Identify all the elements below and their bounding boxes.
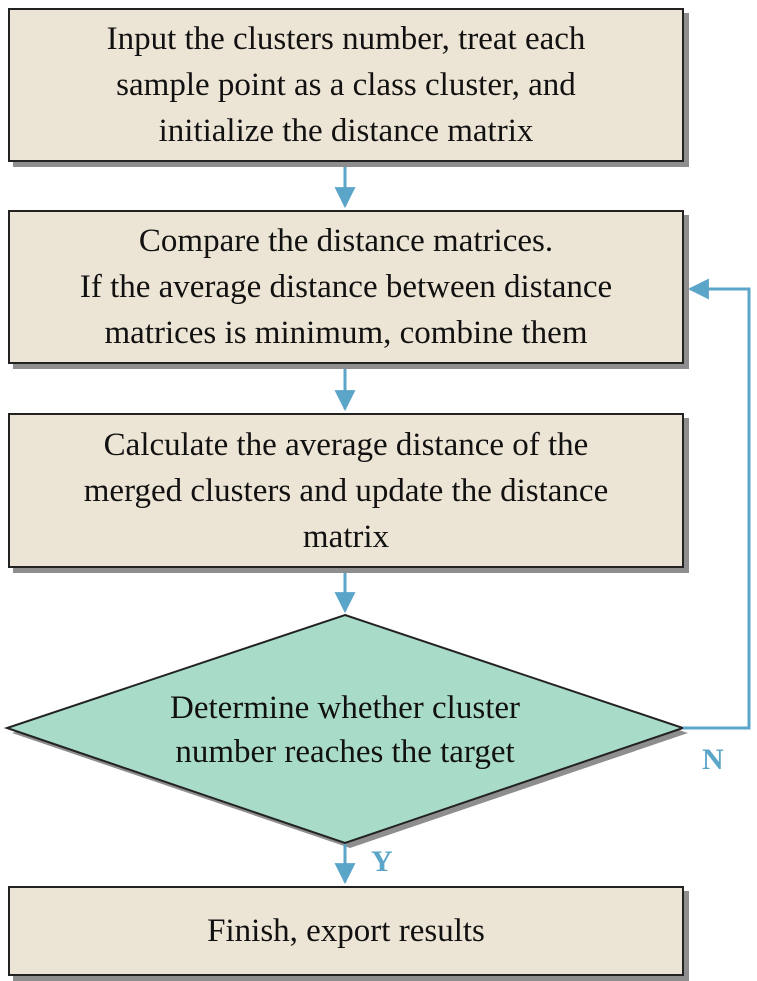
step-text-line: Compare the distance matrices.	[138, 223, 554, 259]
process-step-input: Input the clusters number, treat each sa…	[8, 8, 684, 162]
step-text-line: initialize the distance matrix	[158, 113, 534, 149]
step-text-line: sample point as a class cluster, and	[116, 67, 576, 103]
step-text-line: matrix	[302, 518, 390, 555]
decision-text: Determine whether cluster number reaches…	[100, 686, 590, 774]
step-text-line: matrices is minimum, combine them	[104, 315, 588, 351]
step-text-line: merged clusters and update the distance	[83, 472, 609, 509]
process-step-update: Calculate the average distance of the me…	[8, 413, 684, 568]
process-step-compare: Compare the distance matrices. If the av…	[8, 210, 684, 364]
process-step-finish: Finish, export results	[8, 886, 684, 976]
decision-diamond	[3, 613, 687, 845]
step-text-line: Input the clusters number, treat each	[106, 21, 586, 57]
branch-label-yes: Y	[371, 845, 393, 878]
finish-label: Finish, export results	[207, 913, 485, 949]
branch-label-no: N	[702, 743, 724, 776]
arrow-decision-loop-back	[683, 278, 751, 730]
step-text-line: Calculate the average distance of the	[103, 426, 589, 463]
step-text-line: If the average distance between distance	[79, 269, 613, 305]
decision-text-line: Determine whether cluster	[169, 690, 520, 726]
decision-text-line: number reaches the target	[175, 734, 515, 770]
